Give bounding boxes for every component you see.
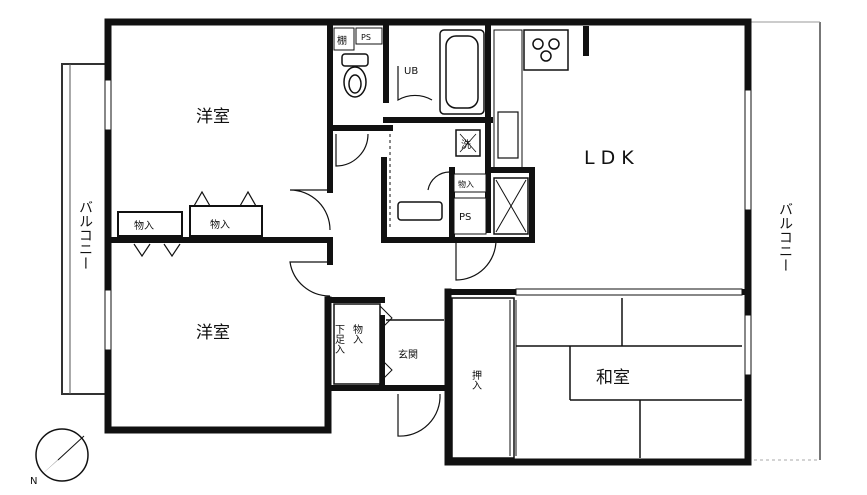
unit-bath-label: UB — [404, 66, 418, 77]
closet-b — [189, 205, 263, 237]
shoe-storage-box — [333, 303, 381, 385]
refrigerator-cross — [495, 179, 527, 233]
toilet-icon — [341, 53, 369, 98]
compass-north-label: N — [30, 476, 37, 487]
oshiire-label: 押入 — [470, 369, 482, 390]
stove-icon — [523, 29, 569, 71]
closet-b-label: 物入 — [210, 218, 230, 231]
western-room-2-label: 洋室 — [196, 323, 230, 343]
kitchen-sink — [497, 111, 519, 159]
windows — [104, 79, 752, 376]
right-balcony-label: バルコニー — [777, 202, 793, 272]
ps-label-2: PS — [459, 212, 471, 223]
shelf-label: 棚 — [337, 34, 347, 47]
washer-drain — [459, 133, 477, 153]
oshiire-box — [451, 297, 515, 459]
ps-label-1: PS — [361, 33, 371, 42]
door-swings — [289, 66, 497, 437]
closet-a — [117, 211, 183, 237]
kitchen-counter — [493, 29, 523, 171]
shoe-storage-mono-label: 物入 — [351, 323, 363, 344]
tatami-lines — [516, 298, 742, 458]
ps-box-2 — [453, 197, 487, 235]
sliding-door — [515, 288, 743, 296]
ldk-label: LDK — [584, 147, 640, 169]
sink-icon — [397, 201, 443, 221]
ps-box-1 — [355, 27, 383, 45]
shelf-box — [333, 27, 355, 51]
left-balcony-label: バルコニー — [77, 200, 93, 270]
bathtub-icon — [439, 29, 485, 115]
entrance-label: 玄関 — [398, 348, 418, 361]
closet-a-label: 物入 — [134, 219, 154, 232]
closet-b-doors — [193, 190, 257, 207]
closet-a-doors — [133, 243, 181, 258]
shoe-storage-label: 下足入 — [333, 324, 345, 354]
closet-c-label: 物入 — [458, 179, 474, 189]
japanese-room-label: 和室 — [596, 368, 630, 388]
compass-icon — [35, 428, 89, 482]
shoe-storage-door — [379, 305, 393, 383]
closet-c — [453, 173, 487, 193]
western-room-1-label: 洋室 — [196, 107, 230, 127]
